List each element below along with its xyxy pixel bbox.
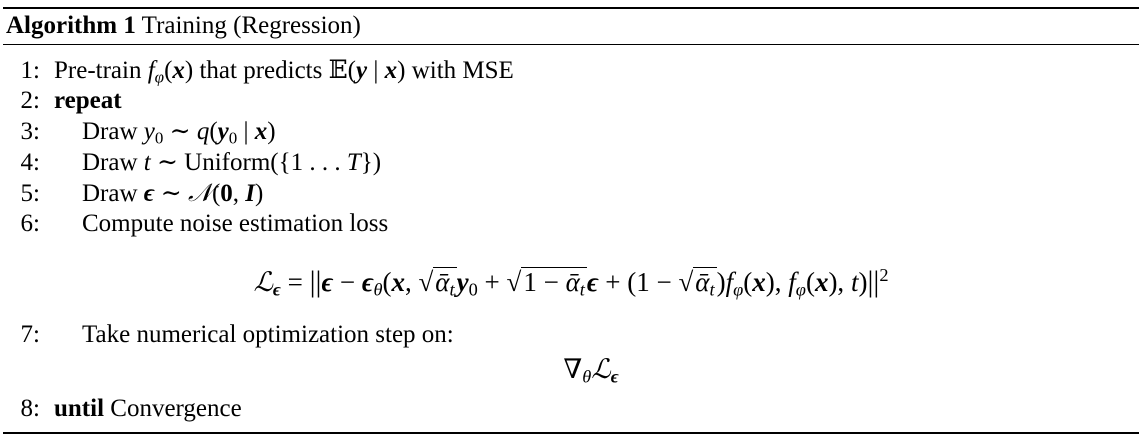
algorithm-caption: Algorithm 1 Training (Regression) bbox=[6, 10, 361, 42]
loss-equation: ℒϵ = ||ϵ − ϵθ(x, √ᾱty0 + √1 − ᾱtϵ + (1 −… bbox=[253, 264, 889, 300]
line-body: Compute noise estimation loss bbox=[82, 210, 389, 237]
line-body: until Convergence bbox=[54, 395, 242, 422]
line-number: 1: bbox=[20, 57, 40, 84]
line-number: 8: bbox=[20, 395, 40, 422]
line-number: 5: bbox=[20, 180, 40, 207]
line-body: Pre-train fφ(x) that predicts 𝔼(y | x) w… bbox=[54, 57, 514, 87]
bottom-rule bbox=[3, 432, 1139, 434]
algorithm-label: Algorithm 1 bbox=[6, 12, 136, 39]
line-body: Draw ϵ ∼ 𝒩(0, I) bbox=[82, 180, 264, 207]
line-number: 2: bbox=[20, 87, 40, 114]
gradient-equation: ∇θℒϵ bbox=[563, 354, 619, 387]
algorithm-title: Training (Regression) bbox=[141, 12, 361, 39]
math-draw-y0: y0 ∼ q(y0 | x) bbox=[143, 118, 276, 148]
top-rule bbox=[3, 7, 1139, 9]
line-body: Draw y0 ∼ q(y0 | x) bbox=[82, 118, 276, 148]
keyword-repeat: repeat bbox=[54, 87, 122, 114]
line-number: 4: bbox=[20, 149, 40, 176]
caption-rule bbox=[3, 44, 1139, 45]
line-body: Draw t ∼ Uniform({1 . . . T}) bbox=[82, 149, 382, 176]
line-number: 3: bbox=[20, 118, 40, 145]
keyword-until: until bbox=[54, 395, 105, 422]
line-number: 6: bbox=[20, 210, 40, 237]
line-body: Take numerical optimization step on: bbox=[82, 321, 454, 348]
line-number: 7: bbox=[20, 321, 40, 348]
math-draw-epsilon: ϵ ∼ 𝒩(0, I) bbox=[143, 180, 264, 207]
math-expectation: 𝔼(y | x) bbox=[328, 57, 406, 84]
math-draw-t: t ∼ Uniform({1 . . . T}) bbox=[143, 149, 382, 176]
math-f-phi-x: fφ(x) bbox=[147, 57, 194, 87]
